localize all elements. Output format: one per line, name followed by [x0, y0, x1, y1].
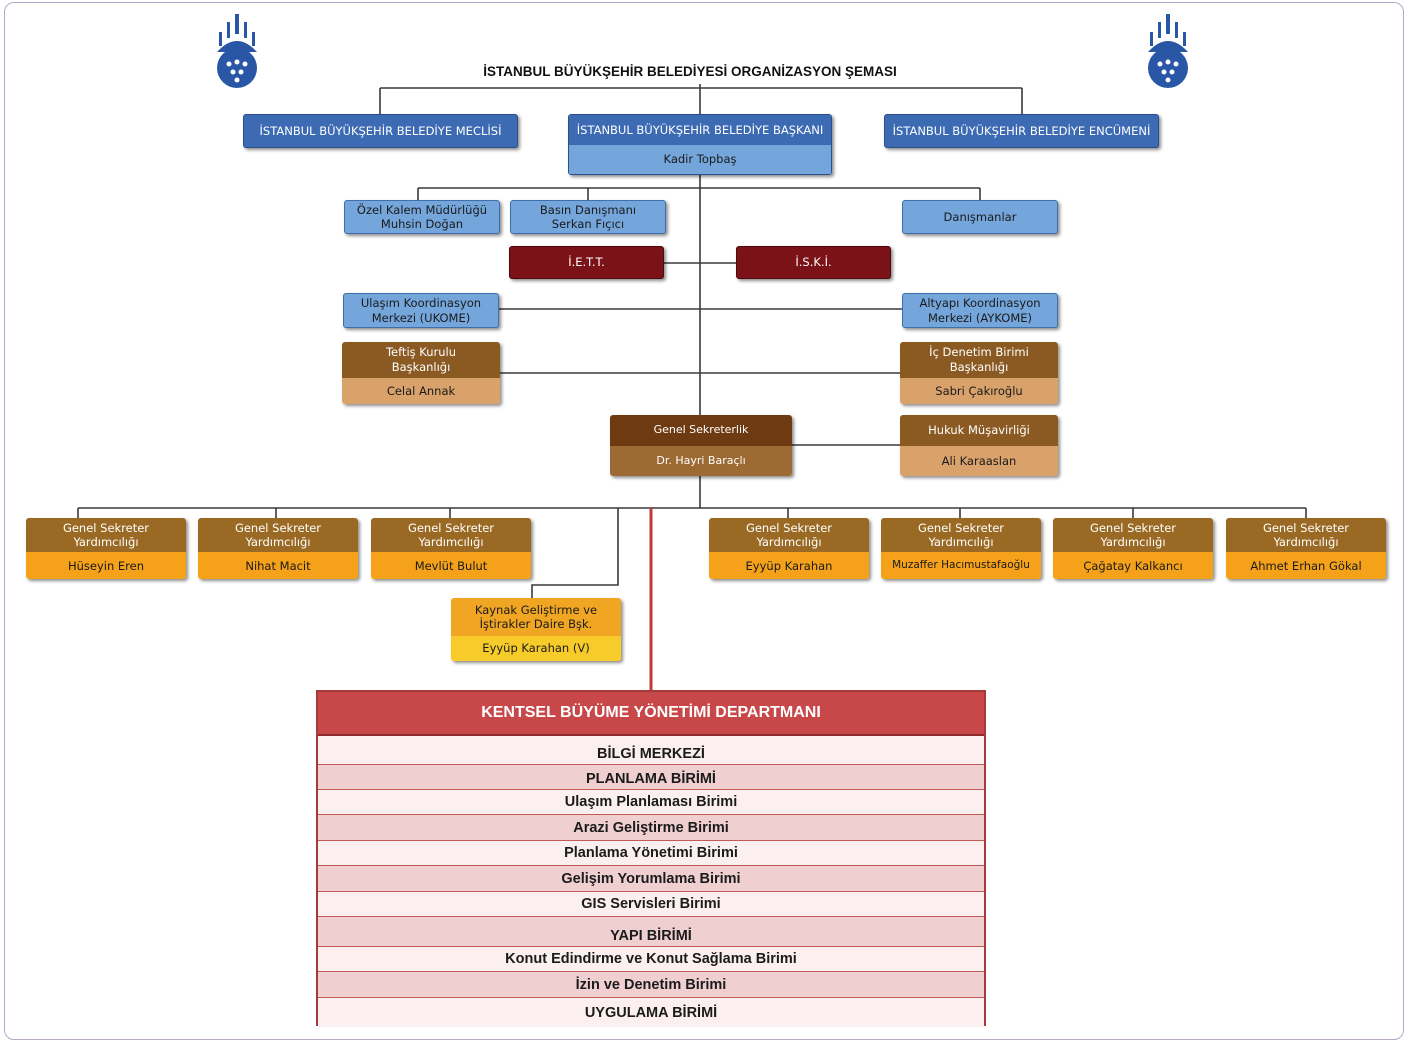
- deputy-box: Genel Sekreter Yardımcılığı Muzaffer Hac…: [881, 518, 1041, 579]
- department-row: BİLGİ MERKEZİ: [318, 736, 984, 765]
- kaynak-line1: Kaynak Geliştirme ve: [474, 602, 598, 617]
- iski-box: İ.S.K.İ.: [736, 246, 891, 279]
- deputy-title-line2: Yardımcılığı: [756, 535, 822, 550]
- iett-box: İ.E.T.T.: [509, 246, 664, 279]
- department-row: Konut Edindirme ve Konut Sağlama Birimi: [318, 947, 984, 972]
- ibb-logo-right: [1148, 14, 1188, 88]
- meclis-label: İSTANBUL BÜYÜKŞEHİR BELEDİYE MECLİSİ: [259, 123, 502, 138]
- deputy-title-line2: Yardımcılığı: [1273, 535, 1339, 550]
- chart-title: İSTANBUL BÜYÜKŞEHİR BELEDİYESİ ORGANİZAS…: [483, 64, 897, 79]
- deputy-title-line1: Genel Sekreter: [62, 520, 150, 535]
- basin-box: Basın Danışmanı Serkan Fıçıcı: [510, 200, 666, 234]
- kaynak-line2: İştirakler Daire Bşk.: [479, 616, 593, 631]
- deputy-title-line1: Genel Sekreter: [407, 520, 495, 535]
- deputy-name: Çağatay Kalkancı: [1053, 552, 1213, 579]
- hukuk-label: Hukuk Müşavirliği: [900, 415, 1058, 446]
- deputy-title-line2: Yardımcılığı: [418, 535, 484, 550]
- icdenetim-box: İç Denetim Birimi Başkanlığı Sabri Çakır…: [900, 342, 1058, 404]
- basin-label: Basın Danışmanı: [539, 202, 637, 217]
- department-row: Gelişim Yorumlama Birimi: [318, 866, 984, 892]
- kaynak-name: Eyyüp Karahan (V): [451, 635, 621, 661]
- genel-sekreterlik-box: Genel Sekreterlik Dr. Hayri Baraçlı: [610, 415, 792, 476]
- deputy-box: Genel Sekreter Yardımcılığı Mevlüt Bulut: [371, 518, 531, 579]
- teftis-line1: Teftiş Kurulu: [385, 345, 457, 360]
- department-row: Ulaşım Planlaması Birimi: [318, 790, 984, 815]
- deputy-box: Genel Sekreter Yardımcılığı Ahmet Erhan …: [1226, 518, 1386, 579]
- deputy-title-line1: Genel Sekreter: [917, 520, 1005, 535]
- department-row: UYGULAMA BİRİMİ: [318, 998, 984, 1027]
- baskan-label: İSTANBUL BÜYÜKŞEHİR BELEDİYE BAŞKANI: [569, 115, 831, 145]
- page-frame: [4, 2, 1404, 1040]
- department-title: KENTSEL BÜYÜME YÖNETİMİ DEPARTMANI: [318, 692, 984, 736]
- department-table: KENTSEL BÜYÜME YÖNETİMİ DEPARTMANI BİLGİ…: [316, 690, 986, 1027]
- genel-sekreterlik-name: Dr. Hayri Baraçlı: [610, 445, 792, 476]
- ibb-logo-left: [217, 14, 257, 88]
- hukuk-box: Hukuk Müşavirliği Ali Karaaslan: [900, 415, 1058, 476]
- ukome-line1: Ulaşım Koordinasyon: [360, 296, 482, 311]
- icdenetim-line2: Başkanlığı: [949, 359, 1009, 374]
- ukome-box: Ulaşım Koordinasyon Merkezi (UKOME): [343, 293, 499, 328]
- meclis-box: İSTANBUL BÜYÜKŞEHİR BELEDİYE MECLİSİ: [243, 114, 518, 148]
- basin-name: Serkan Fıçıcı: [551, 217, 625, 231]
- deputy-title-line1: Genel Sekreter: [1089, 520, 1177, 535]
- deputy-box: Genel Sekreter Yardımcılığı Eyyüp Karaha…: [709, 518, 869, 579]
- ozel-kalem-label: Özel Kalem Müdürlüğü: [356, 202, 488, 217]
- danismanlar-box: Danışmanlar: [902, 200, 1058, 234]
- ozel-kalem-box: Özel Kalem Müdürlüğü Muhsin Doğan: [344, 200, 500, 234]
- department-row: YAPI BİRİMİ: [318, 917, 984, 947]
- teftis-box: Teftiş Kurulu Başkanlığı Celal Annak: [342, 342, 500, 404]
- danismanlar-label: Danışmanlar: [943, 209, 1017, 224]
- deputy-name: Muzaffer Hacımustafaoğlu: [881, 552, 1041, 579]
- icdenetim-line1: İç Denetim Birimi: [929, 345, 1029, 360]
- deputy-title-line2: Yardımcılığı: [1100, 535, 1166, 550]
- department-row: Arazi Geliştirme Birimi: [318, 815, 984, 841]
- teftis-line2: Başkanlığı: [391, 359, 451, 374]
- department-row: GIS Servisleri Birimi: [318, 892, 984, 917]
- aykome-line1: Altyapı Koordinasyon: [919, 296, 1041, 311]
- encumen-label: İSTANBUL BÜYÜKŞEHİR BELEDİYE ENCÜMENİ: [892, 123, 1151, 138]
- department-row: İzin ve Denetim Birimi: [318, 972, 984, 998]
- deputy-title-line2: Yardımcılığı: [928, 535, 994, 550]
- iski-label: İ.S.K.İ.: [795, 255, 832, 270]
- kaynak-box: Kaynak Geliştirme ve İştirakler Daire Bş…: [451, 598, 621, 661]
- iett-label: İ.E.T.T.: [568, 255, 605, 270]
- deputy-box: Genel Sekreter Yardımcılığı Çağatay Kalk…: [1053, 518, 1213, 579]
- teftis-name: Celal Annak: [342, 377, 500, 404]
- department-row: PLANLAMA BİRİMİ: [318, 765, 984, 790]
- deputy-title-line2: Yardımcılığı: [73, 535, 139, 550]
- genel-sekreterlik-label: Genel Sekreterlik: [610, 415, 792, 446]
- ozel-kalem-name: Muhsin Doğan: [380, 217, 464, 231]
- deputy-title-line2: Yardımcılığı: [245, 535, 311, 550]
- deputy-box: Genel Sekreter Yardımcılığı Hüseyin Eren: [26, 518, 186, 579]
- deputy-title-line1: Genel Sekreter: [1262, 520, 1350, 535]
- aykome-box: Altyapı Koordinasyon Merkezi (AYKOME): [902, 293, 1058, 328]
- deputy-name: Ahmet Erhan Gökal: [1226, 552, 1386, 579]
- encumen-box: İSTANBUL BÜYÜKŞEHİR BELEDİYE ENCÜMENİ: [884, 114, 1159, 148]
- baskan-box: İSTANBUL BÜYÜKŞEHİR BELEDİYE BAŞKANI Kad…: [568, 114, 832, 175]
- deputy-title-line1: Genel Sekreter: [745, 520, 833, 535]
- deputy-name: Eyyüp Karahan: [709, 552, 869, 579]
- baskan-name: Kadir Topbaş: [569, 144, 831, 174]
- ukome-line2: Merkezi (UKOME): [371, 310, 471, 325]
- deputy-name: Mevlüt Bulut: [371, 552, 531, 579]
- icdenetim-name: Sabri Çakıroğlu: [900, 377, 1058, 404]
- department-row: Planlama Yönetimi Birimi: [318, 841, 984, 866]
- deputy-name: Nihat Macit: [198, 552, 358, 579]
- aykome-line2: Merkezi (AYKOME): [927, 310, 1033, 325]
- hukuk-name: Ali Karaaslan: [900, 445, 1058, 476]
- deputy-box: Genel Sekreter Yardımcılığı Nihat Macit: [198, 518, 358, 579]
- deputy-title-line1: Genel Sekreter: [234, 520, 322, 535]
- deputy-name: Hüseyin Eren: [26, 552, 186, 579]
